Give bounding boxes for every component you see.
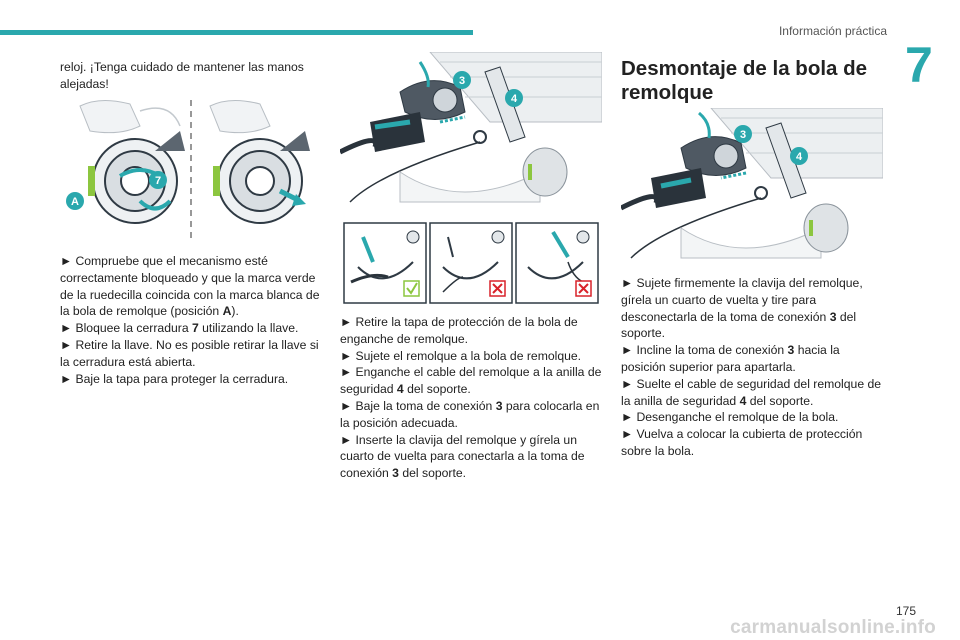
label-a: A	[71, 196, 79, 208]
label-4: 4	[796, 151, 803, 163]
label-3: 3	[459, 75, 465, 87]
mid-bullet-2: ► Sujete el remolque a la bola de remolq…	[340, 348, 582, 363]
section-title: Información práctica	[778, 24, 887, 38]
left-bullet-4: ► Baje la tapa para proteger la cerradur…	[60, 371, 289, 386]
right-instructions: ► Sujete firmemente la clavija del remol…	[621, 275, 885, 460]
right-bullet-4: ► Desenganche el remolque de la bola.	[621, 410, 839, 425]
right-bullet-3: ► Suelte el cable de seguridad del remol…	[621, 376, 882, 408]
mid-bullet-1: ► Retire la tapa de protección de la bol…	[340, 315, 578, 346]
header-accent-bar	[0, 30, 473, 35]
chapter-number: 7	[905, 37, 933, 93]
left-instructions: ► Compruebe que el mecanismo esté correc…	[60, 253, 322, 387]
cable-attachment-panels	[343, 222, 599, 304]
right-bullet-1: ► Sujete firmemente la clavija del remol…	[621, 276, 863, 341]
left-intro: reloj. ¡Tenga cuidado de mantener las ma…	[60, 59, 322, 93]
label-7-badge	[149, 171, 167, 189]
left-bullet-1: ► Compruebe que el mecanismo esté correc…	[60, 254, 320, 319]
mid-bullet-4: ► Baje la toma de conexión 3 para coloca…	[340, 398, 600, 430]
label-3: 3	[740, 129, 746, 141]
left-bullet-2: ► Bloquee la cerradura 7 utilizando la l…	[60, 321, 299, 336]
socket-connection-illustration: 3 4	[340, 52, 602, 212]
middle-instructions: ► Retire la tapa de protección de la bol…	[340, 314, 604, 482]
label-a-badge	[66, 192, 84, 210]
page-number: 175	[895, 604, 916, 618]
label-7: 7	[155, 175, 161, 187]
right-bullet-5: ► Vuelva a colocar la cubierta de protec…	[621, 427, 863, 458]
right-bullet-2: ► Incline la toma de conexión 3 hacia la…	[621, 343, 840, 374]
mid-bullet-3: ► Enganche el cable del remolque a la an…	[340, 365, 602, 397]
lock-illustration: A 7	[60, 96, 322, 246]
intro-text: reloj. ¡Tenga cuidado de mantener las ma…	[60, 60, 304, 91]
label-4: 4	[511, 93, 518, 105]
mid-bullet-5: ► Inserte la clavija del remolque y gíre…	[340, 432, 585, 481]
removal-illustration: 3 4	[621, 108, 883, 266]
watermark: carmanualsonline.info	[730, 617, 936, 638]
section-heading: Desmontaje de la bola de remolque	[621, 57, 868, 104]
green-mark	[88, 166, 95, 196]
left-bullet-3: ► Retire la llave. No es posible retirar…	[60, 337, 319, 369]
